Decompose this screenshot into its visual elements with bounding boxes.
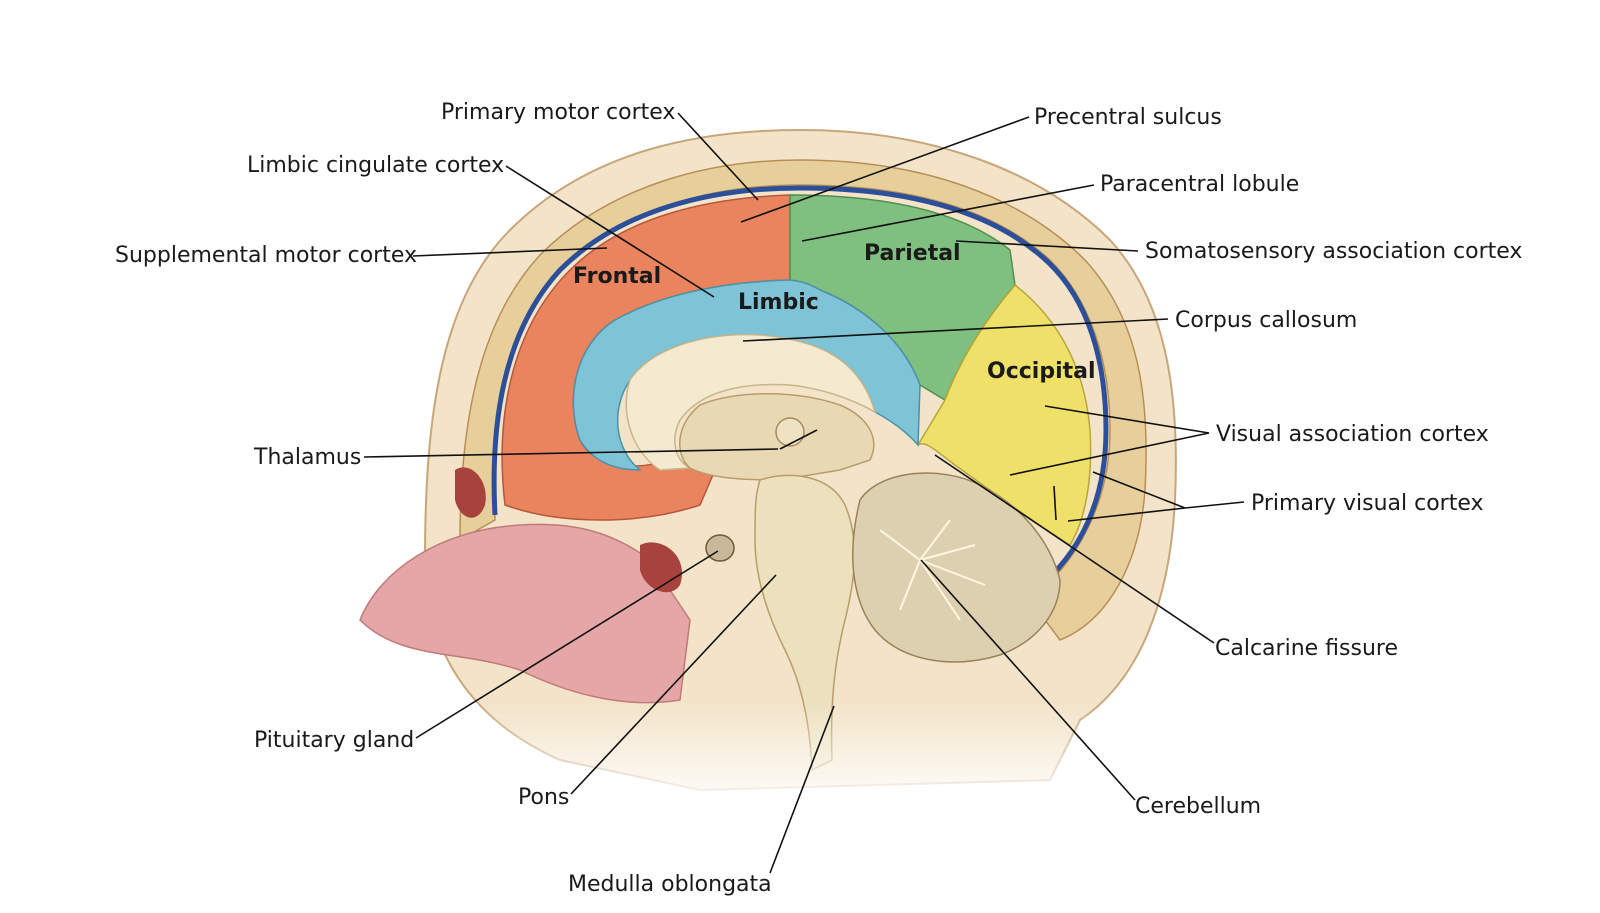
sinus (455, 467, 486, 518)
leader-paracentral-lobule (801, 184, 1095, 242)
leader-visual-association-cortex-1 (1044, 405, 1210, 434)
leader-cerebellum (920, 559, 1136, 801)
region-label-parietal: Parietal (864, 241, 961, 266)
label-limbic-cingulate-cortex: Limbic cingulate cortex (247, 153, 504, 178)
region-label-limbic: Limbic (738, 290, 819, 315)
dura-mater (491, 185, 1109, 592)
leader-primary-motor-cortex (677, 112, 759, 201)
label-primary-visual-cortex: Primary visual cortex (1251, 491, 1484, 516)
leader-pons (570, 574, 777, 795)
label-supplemental-motor-cortex: Supplemental motor cortex (115, 243, 417, 268)
leader-calcarine-fissure (934, 454, 1215, 644)
label-thalamus: Thalamus (253, 445, 361, 470)
leader-calcarine-fissure-branch (1053, 485, 1057, 521)
limbic-lobe (572, 279, 921, 471)
label-precentral-sulcus: Precentral sulcus (1034, 105, 1222, 130)
region-label-frontal: Frontal (573, 264, 661, 289)
nasal-region (359, 523, 691, 704)
leader-pituitary-gland (415, 550, 719, 739)
leader-limbic-cingulate-cortex (505, 165, 715, 298)
leader-medulla-oblongata (769, 705, 835, 874)
thalamus-shape (775, 417, 805, 447)
leader-primary-visual-cortex-1 (1184, 501, 1245, 509)
leader-primary-visual-cortex-3 (1067, 507, 1186, 522)
corpus-callosum (625, 333, 877, 471)
label-pituitary-gland: Pituitary gland (254, 728, 414, 753)
leader-corpus-callosum (742, 318, 1169, 342)
label-somatosensory-association-cortex: Somatosensory association cortex (1145, 239, 1522, 264)
label-primary-motor-cortex: Primary motor cortex (441, 100, 675, 125)
cerebellum-shape (852, 472, 1061, 663)
pituitary-shape (705, 534, 735, 562)
label-visual-association-cortex: Visual association cortex (1216, 422, 1489, 447)
label-calcarine-fissure: Calcarine fissure (1215, 636, 1398, 661)
cerebellum-arbor (879, 519, 986, 621)
label-paracentral-lobule: Paracentral lobule (1100, 172, 1299, 197)
label-pons: Pons (518, 785, 569, 810)
leader-somatosensory-association-cortex (955, 240, 1139, 252)
leader-lines (363, 112, 1245, 874)
label-cerebellum: Cerebellum (1135, 794, 1261, 819)
bottom-fade (330, 700, 1230, 810)
region-label-occipital: Occipital (987, 359, 1096, 384)
label-corpus-callosum: Corpus callosum (1175, 308, 1357, 333)
leader-thalamus-branch (779, 429, 818, 450)
leader-thalamus (363, 448, 779, 458)
leader-precentral-sulcus (740, 116, 1030, 223)
leader-primary-visual-cortex-2 (1092, 471, 1186, 509)
leader-visual-association-cortex-2 (1009, 432, 1210, 476)
leader-supplemental-motor-cortex (412, 247, 608, 257)
label-medulla-oblongata: Medulla oblongata (568, 872, 772, 897)
